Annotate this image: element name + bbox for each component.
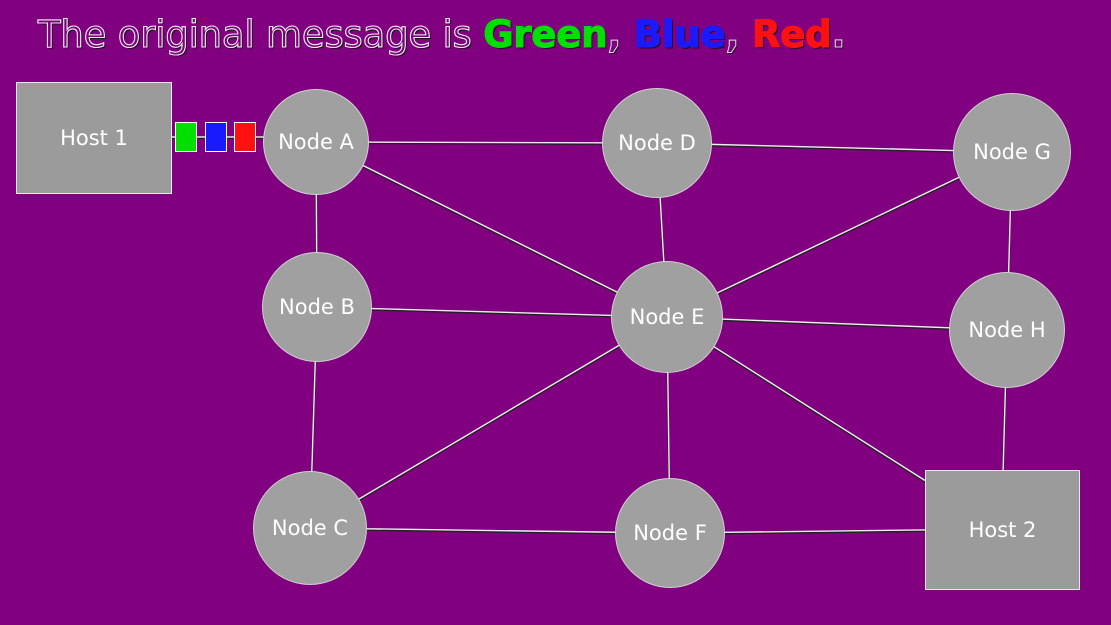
link-g-e[interactable]: [716, 176, 960, 294]
network-node-d[interactable]: Node D: [603, 89, 711, 197]
link-b-e-shadow: [370, 308, 613, 318]
link-e-c[interactable]: [357, 344, 621, 501]
node-label: Node B: [279, 295, 355, 319]
title-separator-2: ,: [725, 13, 752, 57]
title-word-blue: Blue: [633, 12, 726, 56]
page-title: The original message is Green, Blue, Red…: [37, 12, 846, 58]
link-e-host2-shadow: [712, 346, 926, 483]
link-h-host2[interactable]: [1002, 386, 1007, 471]
link-g-e-shadow: [716, 177, 961, 296]
node-label: Node C: [271, 516, 349, 540]
link-f-host2-shadow: [723, 530, 926, 535]
host-box-host-1[interactable]: Host 1: [16, 82, 172, 194]
title-prefix: The original message is: [37, 12, 484, 56]
link-d-g[interactable]: [710, 143, 955, 152]
node-label: Node G: [973, 140, 1051, 164]
network-node-b[interactable]: Node B: [263, 253, 371, 361]
title-word-green: Green: [483, 12, 608, 56]
link-e-c-shadow: [357, 345, 621, 502]
link-c-f[interactable]: [365, 528, 617, 533]
link-a-d[interactable]: [367, 141, 604, 144]
link-e-host2[interactable]: [713, 345, 926, 482]
link-e-f[interactable]: [667, 371, 670, 480]
node-label: Node D: [618, 131, 696, 155]
host-label: Host 2: [968, 518, 1037, 542]
link-a-e-shadow: [362, 165, 619, 295]
link-f-host2[interactable]: [723, 529, 926, 534]
link-g-h[interactable]: [1007, 209, 1012, 274]
link-d-e[interactable]: [659, 196, 665, 263]
title-separator-1: ,: [607, 13, 634, 57]
host-box-host-2[interactable]: Host 2: [925, 470, 1080, 590]
link-b-e[interactable]: [370, 307, 613, 317]
link-a-e[interactable]: [362, 164, 619, 294]
packet-blue[interactable]: [205, 122, 227, 152]
network-node-a[interactable]: Node A: [264, 90, 368, 194]
network-node-h[interactable]: Node H: [950, 273, 1064, 387]
link-b-c[interactable]: [311, 360, 316, 473]
packet-red[interactable]: [234, 122, 256, 152]
node-label: Node A: [278, 130, 354, 154]
network-node-e[interactable]: Node E: [612, 262, 722, 372]
title-word-red: Red: [751, 12, 832, 56]
link-e-h-shadow: [721, 319, 951, 330]
node-label: Node F: [633, 521, 707, 545]
link-a-d-shadow: [367, 142, 604, 145]
node-label: Node E: [629, 305, 705, 329]
link-d-g-shadow: [710, 144, 955, 153]
packet-green[interactable]: [175, 122, 197, 152]
network-node-c[interactable]: Node C: [254, 472, 366, 584]
node-label: Node H: [968, 318, 1046, 342]
link-c-f-shadow: [365, 528, 617, 535]
network-node-f[interactable]: Node F: [616, 479, 724, 587]
network-node-g[interactable]: Node G: [954, 94, 1070, 210]
link-e-h[interactable]: [721, 318, 951, 329]
title-terminator: .: [831, 13, 846, 57]
host-label: Host 1: [60, 126, 128, 150]
